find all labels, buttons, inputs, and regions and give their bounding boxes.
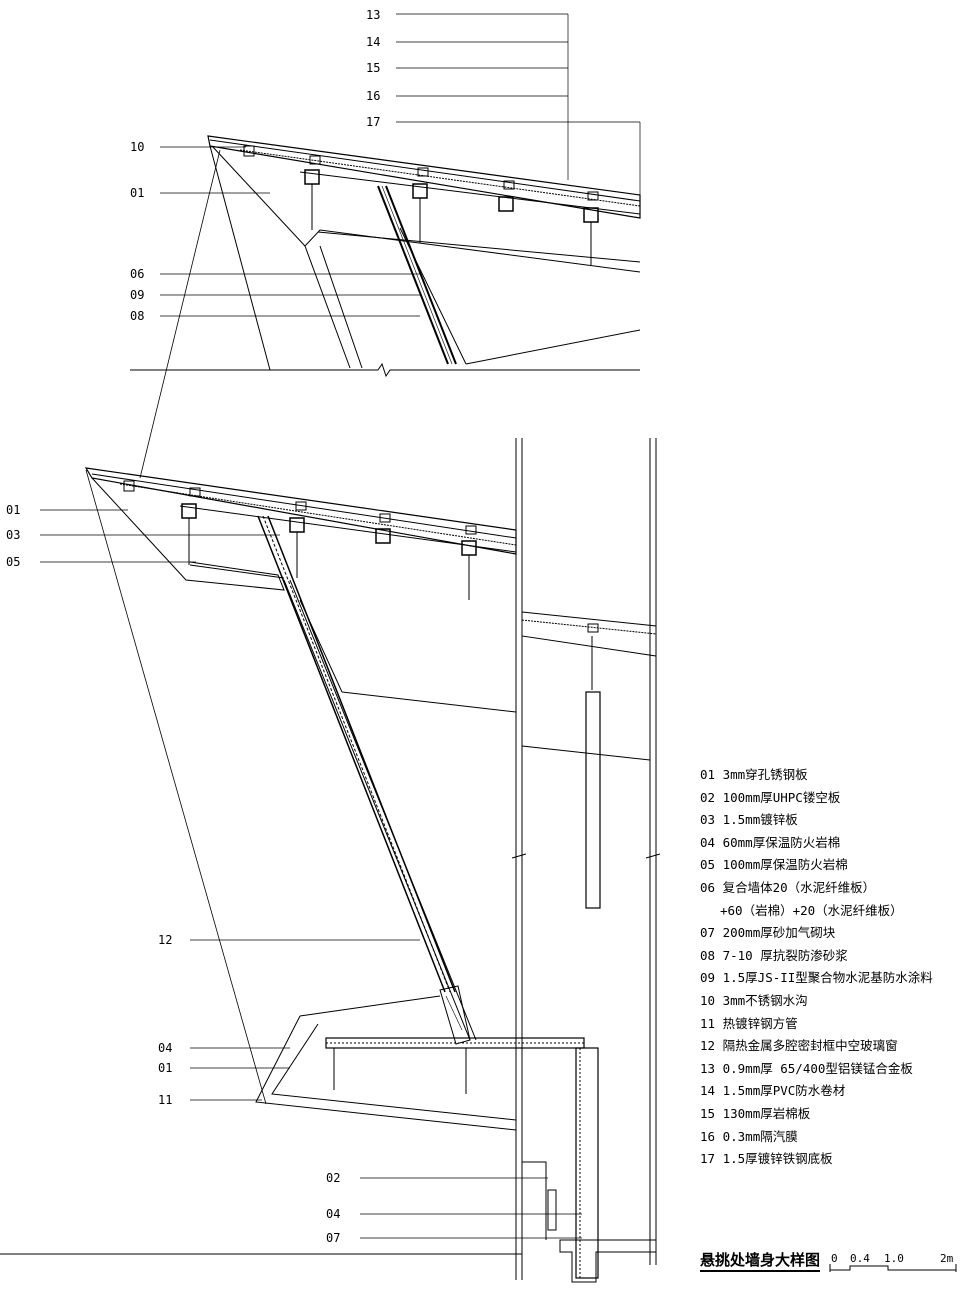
material-legend: 01 3mm穿孔锈钢板 02 100mm厚UHPC镂空板 03 1.5mm镀锌板… — [700, 764, 956, 1171]
main-purlin-tubes — [181, 503, 477, 556]
drawing-title: 悬挑处墙身大样图 — [700, 1250, 821, 1272]
callout-15: 15 — [366, 61, 381, 75]
callout-01-middle: 01 — [6, 503, 21, 517]
scale-tick-1-0: 1.0 — [884, 1252, 904, 1265]
legend-item: 08 7-10 厚抗裂防渗砂浆 — [700, 947, 848, 963]
scale-tick-2m: 2m — [940, 1252, 954, 1265]
legend-item: 12 隔热金属多腔密封框中空玻璃窗 — [700, 1038, 898, 1054]
callout-08: 08 — [130, 309, 145, 323]
legend-item: 03 1.5mm镀锌板 — [700, 812, 798, 828]
callout-06: 06 — [130, 267, 145, 281]
callout-17: 17 — [366, 115, 381, 129]
scale-bar — [829, 1264, 957, 1272]
callout-11: 11 — [158, 1093, 173, 1107]
callout-05: 05 — [6, 555, 21, 569]
callout-01-lower: 01 — [158, 1061, 173, 1075]
callout-14: 14 — [366, 35, 381, 49]
legend-item: 07 200mm厚砂加气砌块 — [700, 925, 836, 941]
callout-02: 02 — [326, 1171, 341, 1185]
main-detail — [0, 438, 661, 1283]
legend-item: 06 复合墙体20（水泥纤维板） — [700, 879, 876, 895]
legend-item: 01 3mm穿孔锈钢板 — [700, 767, 808, 782]
legend-item: 16 0.3mm隔汽膜 — [700, 1128, 798, 1144]
callout-10: 10 — [130, 140, 145, 154]
legend-item: 17 1.5厚镀锌铁钢底板 — [700, 1151, 833, 1167]
legend-item: 14 1.5mm厚PVC防水卷材 — [700, 1083, 846, 1099]
legend-item: 09 1.5厚JS-II型聚合物水泥基防水涂料 — [700, 970, 933, 986]
scale-tick-0: 0 — [831, 1252, 838, 1265]
legend-item: 04 60mm厚保温防火岩棉 — [700, 834, 841, 850]
upper-detail — [130, 135, 641, 378]
callout-01-upper: 01 — [130, 186, 145, 200]
legend-item: 10 3mm不锈钢水沟 — [700, 992, 808, 1008]
callout-12: 12 — [158, 933, 173, 947]
main-roof-fasteners — [123, 480, 477, 535]
callout-04-bottom: 04 — [326, 1207, 341, 1221]
callout-07: 07 — [326, 1231, 341, 1245]
callout-09: 09 — [130, 288, 145, 302]
callout-13: 13 — [366, 8, 381, 22]
callout-16: 16 — [366, 89, 381, 103]
legend-item: 15 130mm厚岩棉板 — [700, 1105, 811, 1121]
callout-03: 03 — [6, 528, 21, 542]
scale-tick-0-4: 0.4 — [850, 1252, 870, 1265]
callout-04-lower: 04 — [158, 1041, 173, 1055]
legend-item: 02 100mm厚UHPC镂空板 — [700, 789, 841, 805]
legend-item: 11 热镀锌钢方管 — [700, 1015, 798, 1031]
leader-lines — [40, 13, 641, 1239]
legend-item-continuation: +60（岩棉）+20（水泥纤维板） — [720, 902, 903, 918]
legend-item: 13 0.9mm厚 65/400型铝镁锰合金板 — [700, 1060, 913, 1076]
roof-fastener-clips — [243, 145, 599, 201]
legend-item: 05 100mm厚保温防火岩棉 — [700, 857, 848, 873]
